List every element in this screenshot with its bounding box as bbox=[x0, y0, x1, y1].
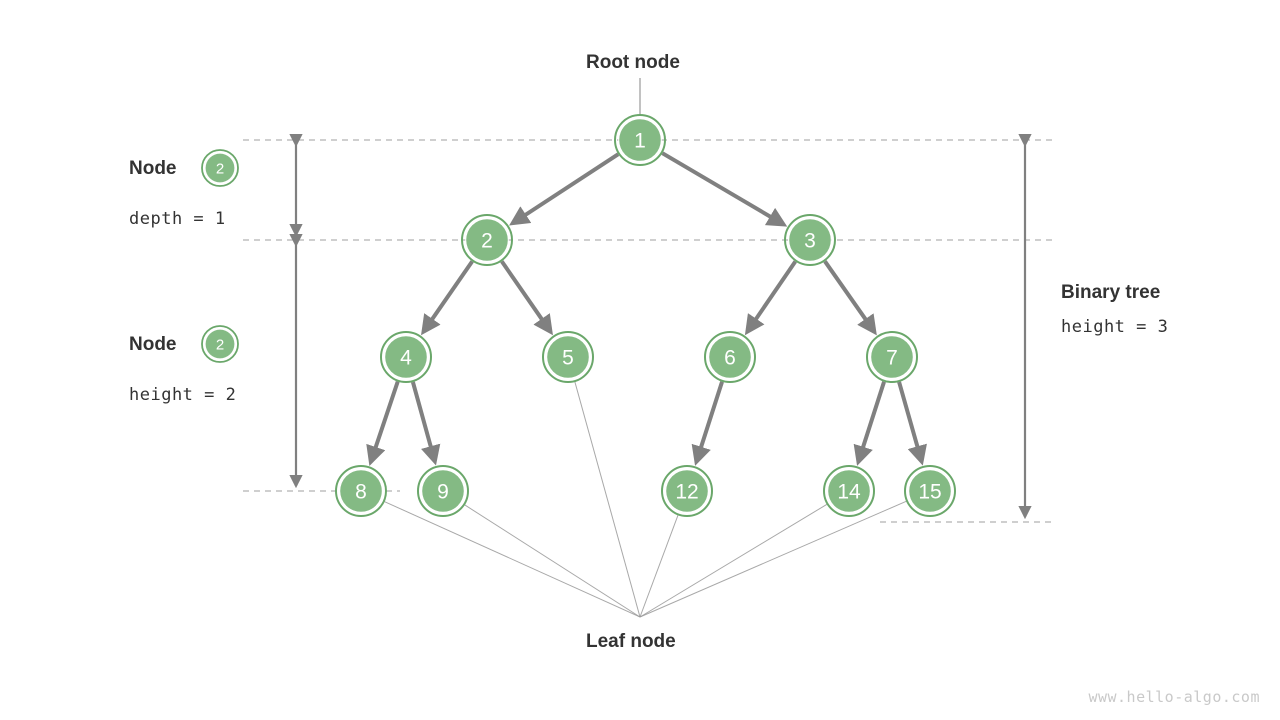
edge-n7-n14 bbox=[853, 381, 886, 466]
legend-badge-0: 2 bbox=[201, 149, 239, 187]
tree-node-12[interactable]: 12 bbox=[661, 465, 713, 517]
edge-n6-n12 bbox=[691, 381, 724, 466]
node-outer-ring bbox=[704, 331, 756, 383]
measure-arrows bbox=[289, 134, 1032, 520]
legend-badges: 22 bbox=[201, 149, 239, 363]
node-outer-ring bbox=[417, 465, 469, 517]
node-disc bbox=[385, 336, 427, 378]
node-value: 1 bbox=[634, 130, 646, 153]
node-value: 2 bbox=[481, 230, 493, 253]
node-value: 9 bbox=[437, 481, 449, 504]
legend-badge-disc bbox=[205, 153, 235, 183]
tree-node-2[interactable]: 2 bbox=[461, 214, 513, 266]
node-value: 14 bbox=[837, 481, 861, 504]
leaf-connector-n5 bbox=[574, 380, 641, 618]
edge-n1-n2 bbox=[509, 152, 620, 226]
node-value: 8 bbox=[355, 481, 367, 504]
node-outer-ring bbox=[335, 465, 387, 517]
tree-node-9[interactable]: 9 bbox=[417, 465, 469, 517]
watermark: www.hello-algo.com bbox=[1088, 688, 1260, 706]
node-disc bbox=[547, 336, 589, 378]
leaf-connector-lines bbox=[383, 380, 908, 618]
leaf-connector-n8 bbox=[383, 500, 641, 618]
node-outer-ring bbox=[823, 465, 875, 517]
legend-node-height-detail: height = 2 bbox=[129, 385, 237, 405]
legend-badge-ring bbox=[201, 325, 239, 363]
node-disc bbox=[909, 470, 951, 512]
legend-node-height-title: Node bbox=[129, 334, 177, 355]
node-outer-ring bbox=[461, 214, 513, 266]
legend-badge-1: 2 bbox=[201, 325, 239, 363]
tree-node-5[interactable]: 5 bbox=[542, 331, 594, 383]
node-disc bbox=[340, 470, 382, 512]
tree-node-1[interactable]: 1 bbox=[614, 114, 666, 166]
legend-badge-disc bbox=[205, 329, 235, 359]
leaf-connector-n9 bbox=[463, 504, 641, 618]
leaf-connector-n14 bbox=[639, 503, 828, 618]
legend-binary-tree-detail: height = 3 bbox=[1061, 317, 1169, 337]
node-outer-ring bbox=[542, 331, 594, 383]
node-outer-ring bbox=[784, 214, 836, 266]
node-disc bbox=[828, 470, 870, 512]
tree-node-7[interactable]: 7 bbox=[866, 331, 918, 383]
node-disc bbox=[666, 470, 708, 512]
edge-n2-n4 bbox=[421, 260, 474, 336]
node-value: 12 bbox=[675, 481, 698, 504]
edge-n2-n5 bbox=[500, 260, 553, 336]
node-value: 5 bbox=[562, 347, 574, 370]
edge-n7-n15 bbox=[897, 381, 927, 466]
edge-n3-n7 bbox=[823, 260, 877, 336]
tree-node-14[interactable]: 14 bbox=[823, 465, 875, 517]
tree-node-8[interactable]: 8 bbox=[335, 465, 387, 517]
legend-badge-ring bbox=[201, 149, 239, 187]
node-value: 3 bbox=[804, 230, 816, 253]
tree-node-3[interactable]: 3 bbox=[784, 214, 836, 266]
tree-edges bbox=[366, 151, 927, 466]
node-outer-ring bbox=[866, 331, 918, 383]
legend-node-depth-detail: depth = 1 bbox=[129, 209, 226, 229]
leaf-connector-n15 bbox=[639, 500, 908, 618]
node-value: 4 bbox=[400, 347, 412, 370]
tree-node-15[interactable]: 15 bbox=[904, 465, 956, 517]
edge-n3-n6 bbox=[744, 260, 797, 336]
node-outer-ring bbox=[904, 465, 956, 517]
node-disc bbox=[789, 219, 831, 261]
legend-badge-value: 2 bbox=[216, 161, 224, 178]
legend-node-depth-title: Node bbox=[129, 158, 177, 179]
tree-node-6[interactable]: 6 bbox=[704, 331, 756, 383]
leaf-node-label: Leaf node bbox=[586, 631, 676, 652]
node-disc bbox=[709, 336, 751, 378]
root-node-label: Root node bbox=[586, 52, 680, 73]
legend-badge-value: 2 bbox=[216, 337, 224, 354]
guide-dashed-lines bbox=[243, 139, 1055, 523]
node-disc bbox=[619, 119, 661, 161]
edge-n1-n3 bbox=[661, 151, 788, 227]
node-value: 7 bbox=[886, 347, 898, 370]
edge-n4-n9 bbox=[410, 381, 441, 466]
node-outer-ring bbox=[661, 465, 713, 517]
leaf-connector-n12 bbox=[639, 514, 679, 618]
node-disc bbox=[422, 470, 464, 512]
node-disc bbox=[871, 336, 913, 378]
node-value: 6 bbox=[724, 347, 736, 370]
node-disc bbox=[466, 219, 508, 261]
node-outer-ring bbox=[380, 331, 432, 383]
tree-node-4[interactable]: 4 bbox=[380, 331, 432, 383]
legend-binary-tree-title: Binary tree bbox=[1061, 282, 1161, 303]
node-outer-ring bbox=[614, 114, 666, 166]
node-value: 15 bbox=[918, 481, 941, 504]
edge-n4-n8 bbox=[366, 381, 400, 466]
